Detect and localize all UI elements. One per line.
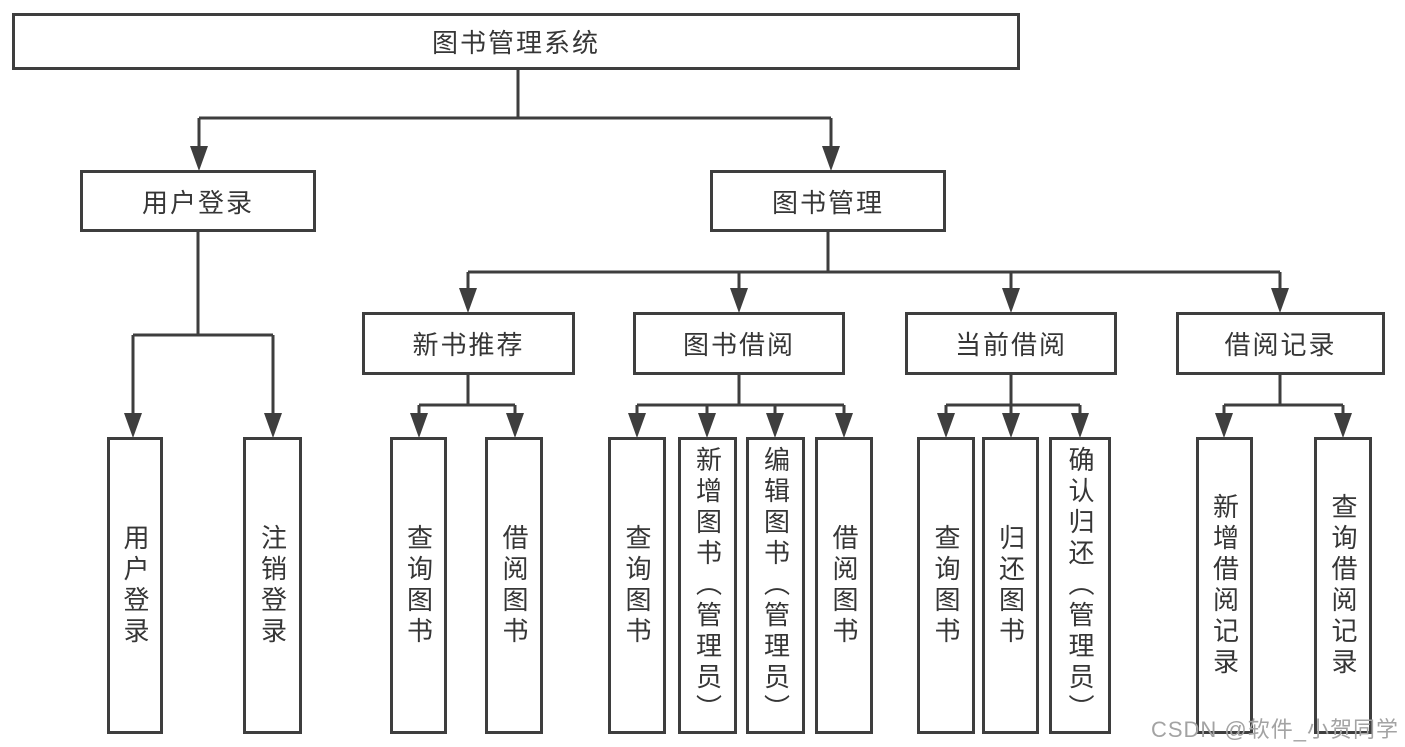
node-label: 查询图书	[622, 523, 652, 648]
node-label: 编辑图书（管理员）	[760, 446, 791, 725]
arrowhead-icon	[264, 413, 282, 438]
arrowhead-icon	[1334, 413, 1352, 438]
csdn-watermark: CSDN @软件_小贺同学	[1150, 717, 1399, 742]
leaf-search-books-recommend: 查询图书	[390, 437, 447, 734]
node-label: 新增图书（管理员）	[692, 446, 723, 725]
leaf-user-login: 用户登录	[107, 437, 163, 734]
node-borrowing-records: 借阅记录	[1176, 312, 1385, 375]
leaf-confirm-return-admin: 确认归还（管理员）	[1049, 437, 1111, 734]
connector-current-borrow-children	[937, 373, 1089, 438]
leaf-logout: 注销登录	[243, 437, 302, 734]
leaf-add-books-admin: 新增图书（管理员）	[678, 437, 737, 734]
connector-book-management-children	[459, 231, 1289, 313]
arrowhead-icon	[124, 413, 142, 438]
node-label: 借阅记录	[1224, 330, 1337, 360]
node-label: 查询借阅记录	[1328, 492, 1358, 679]
leaf-search-borrow-record: 查询借阅记录	[1314, 437, 1372, 734]
node-label: 图书借阅	[682, 330, 795, 360]
arrowhead-icon	[410, 413, 428, 438]
arrowhead-icon	[698, 413, 716, 438]
connector-borrow-record-children	[1215, 373, 1352, 438]
arrowhead-icon	[190, 146, 208, 171]
node-label: 图书管理系统	[431, 28, 600, 58]
arrowhead-icon	[506, 413, 524, 438]
node-label: 图书管理	[771, 187, 884, 218]
connector-user-login-children	[124, 231, 282, 438]
arrowhead-icon	[822, 146, 840, 171]
connector-book-borrow-children	[628, 373, 853, 438]
leaf-borrow-books-recommend: 借阅图书	[485, 437, 543, 734]
leaf-borrow-books: 借阅图书	[815, 437, 873, 734]
node-label: 新增借阅记录	[1209, 492, 1240, 679]
node-user-login: 用户登录	[80, 170, 316, 232]
node-label: 当前借阅	[954, 330, 1067, 360]
arrowhead-icon	[1002, 413, 1020, 438]
arrowhead-icon	[1071, 413, 1089, 438]
node-label: 查询图书	[403, 523, 434, 648]
leaf-search-books-current: 查询图书	[917, 437, 975, 734]
arrowhead-icon	[766, 413, 784, 438]
node-label: 新书推荐	[412, 330, 525, 360]
node-label: 借阅图书	[499, 523, 529, 648]
node-label: 注销登录	[257, 523, 288, 648]
arrowhead-icon	[459, 288, 477, 313]
arrowhead-icon	[628, 413, 646, 438]
arrowhead-icon	[1215, 413, 1233, 438]
node-label: 用户登录	[141, 187, 254, 218]
node-library-management-system: 图书管理系统	[12, 13, 1020, 70]
leaf-edit-books-admin: 编辑图书（管理员）	[746, 437, 805, 734]
node-book-borrowing: 图书借阅	[633, 312, 845, 375]
arrowhead-icon	[835, 413, 853, 438]
node-book-management: 图书管理	[710, 170, 946, 232]
node-label: 用户登录	[120, 523, 150, 648]
connector-new-book-children	[410, 373, 524, 438]
arrowhead-icon	[1271, 288, 1289, 313]
node-new-book-recommendation: 新书推荐	[362, 312, 575, 375]
arrowhead-icon	[730, 288, 748, 313]
node-label: 确认归还（管理员）	[1065, 446, 1095, 725]
node-current-borrowing: 当前借阅	[905, 312, 1117, 375]
node-label: 归还图书	[995, 523, 1026, 648]
arrowhead-icon	[937, 413, 955, 438]
arrowhead-icon	[1002, 288, 1020, 313]
leaf-return-books: 归还图书	[982, 437, 1039, 734]
node-label: 借阅图书	[829, 523, 859, 648]
leaf-search-books-borrow: 查询图书	[608, 437, 666, 734]
leaf-add-borrow-record: 新增借阅记录	[1196, 437, 1253, 734]
node-label: 查询图书	[931, 523, 961, 648]
connector-root-to-level2	[190, 68, 840, 171]
